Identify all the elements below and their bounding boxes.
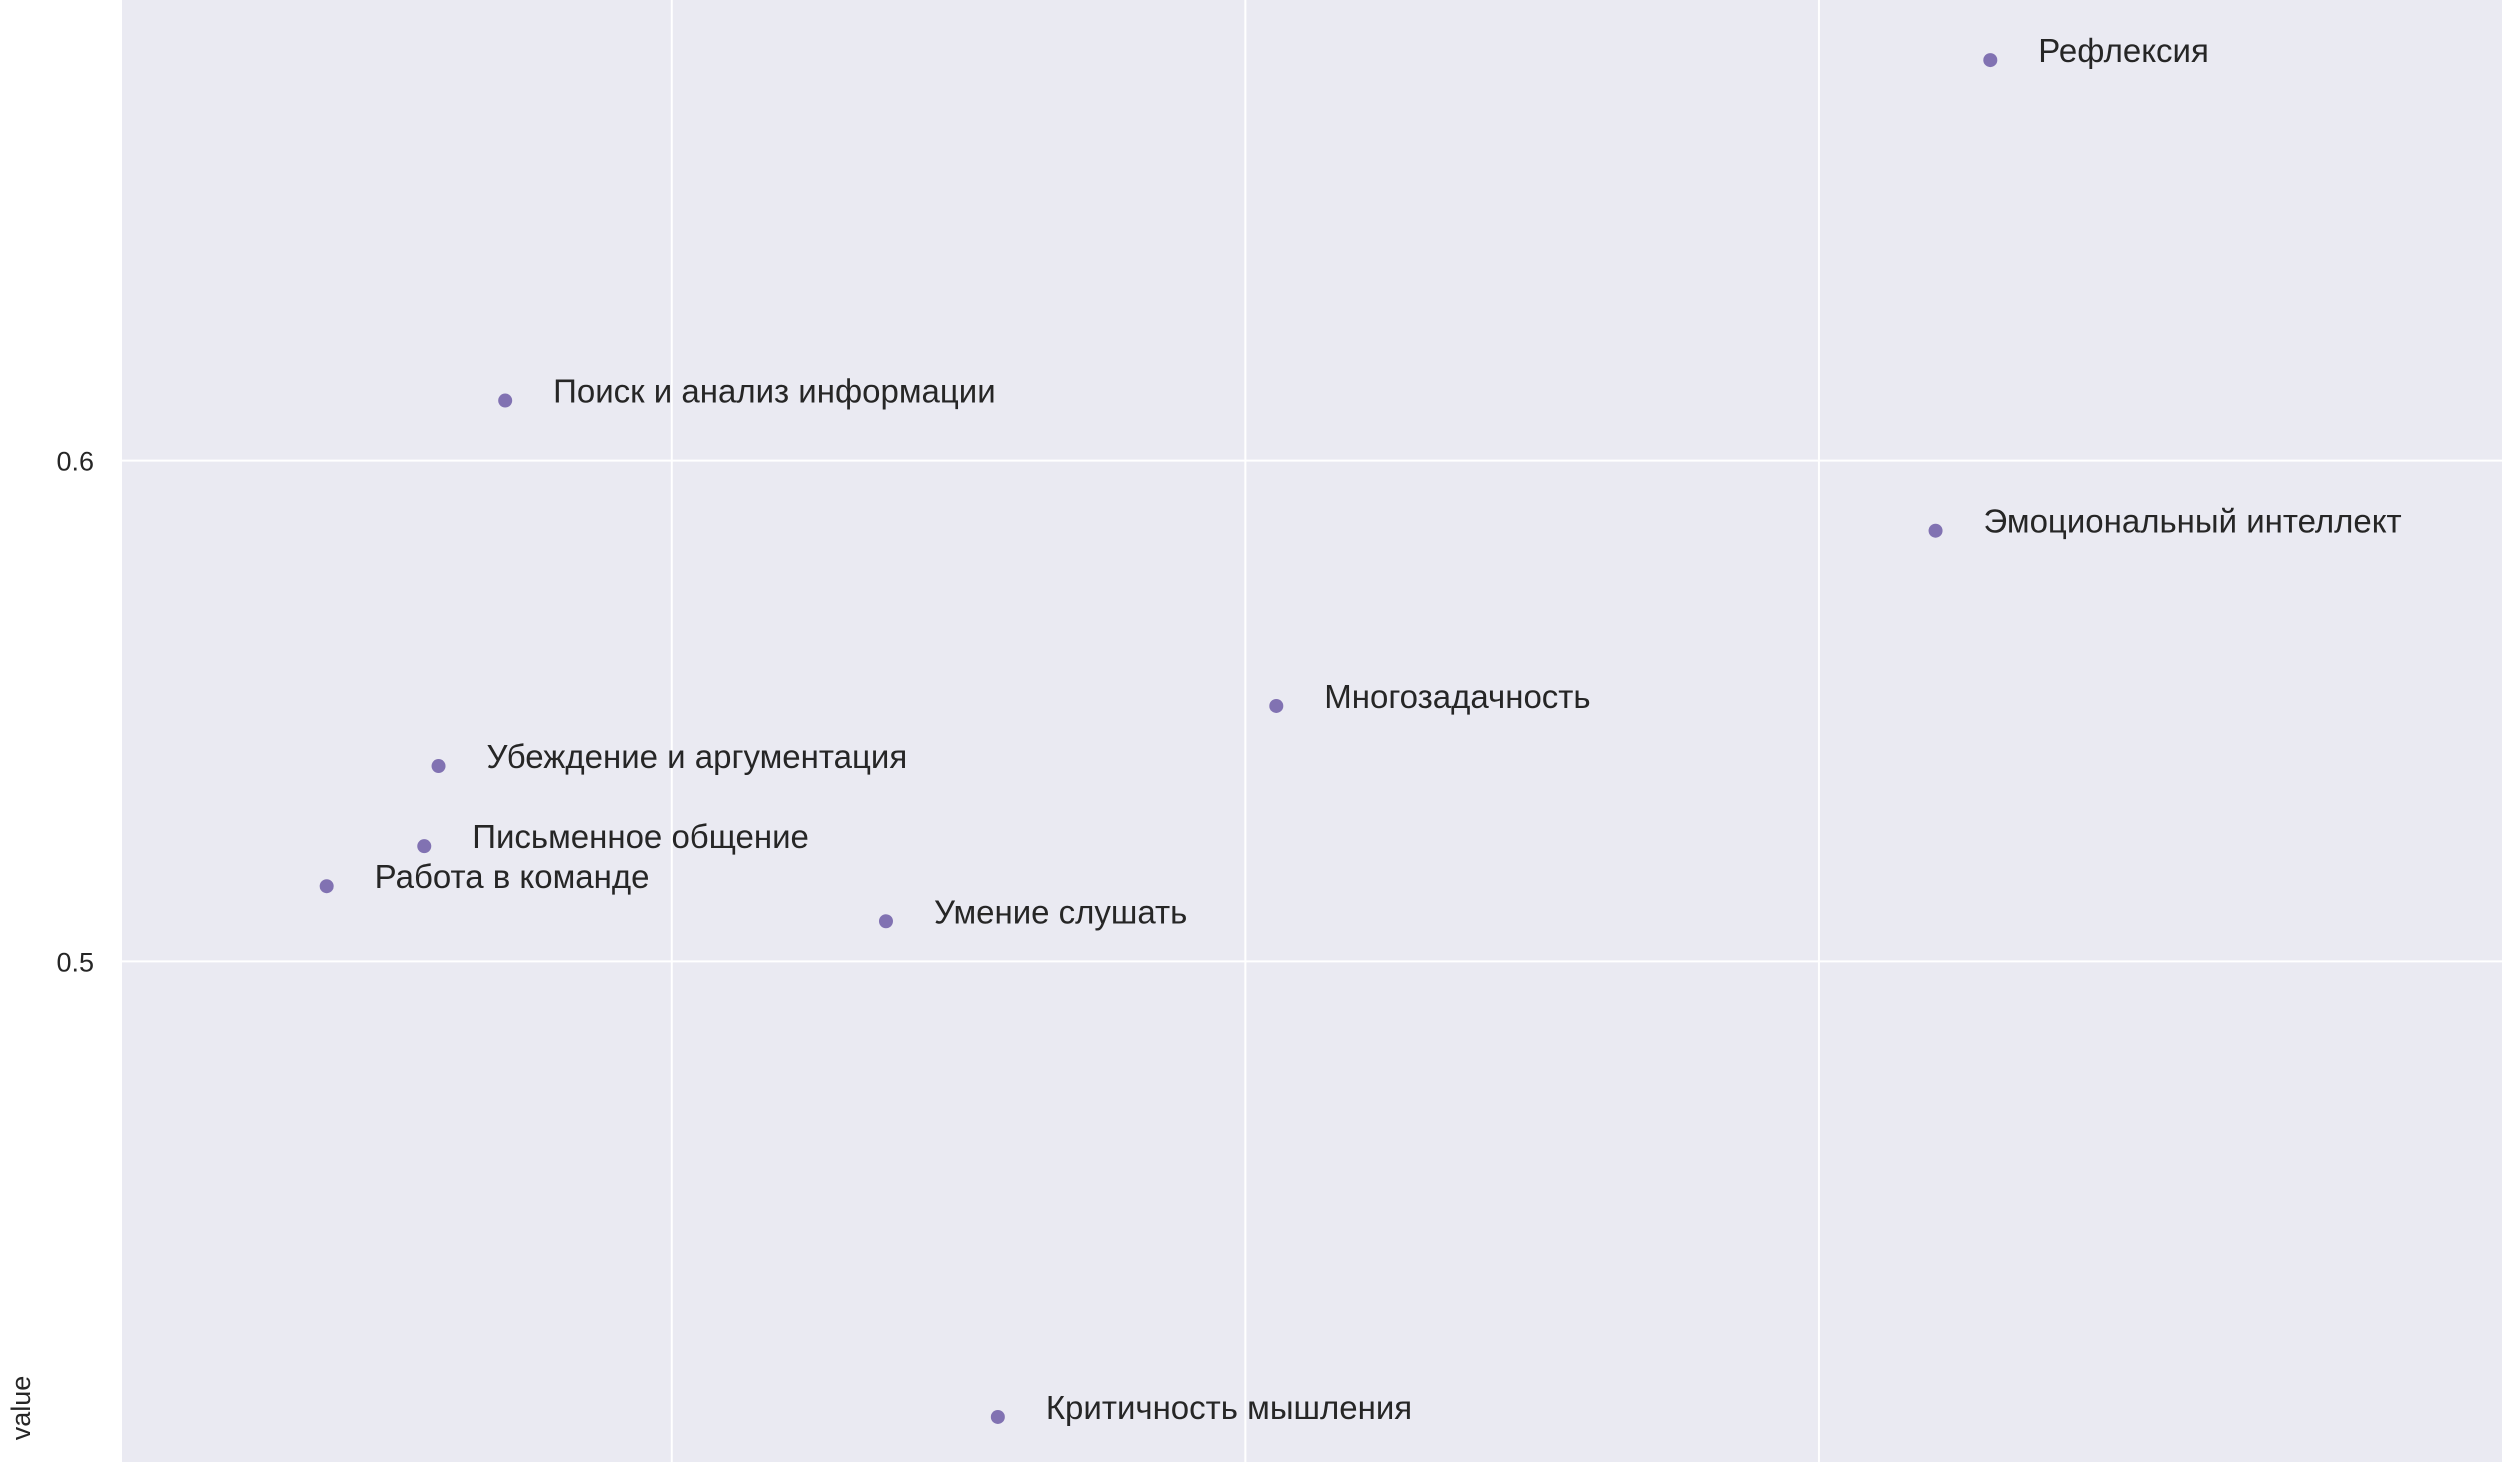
- y-tick-label: 0.6: [56, 447, 94, 477]
- point-label: Многозадачность: [1324, 678, 1590, 715]
- point-label: Умение слушать: [934, 893, 1187, 930]
- plot-background: [122, 0, 2502, 1462]
- point-label: Письменное общение: [472, 818, 809, 855]
- point-label: Работа в команде: [375, 858, 650, 895]
- point-label: Рефлексия: [2038, 32, 2209, 69]
- data-point: [1928, 523, 1943, 538]
- point-label: Поиск и анализ информации: [553, 373, 995, 410]
- y-axis-label: value: [6, 1376, 36, 1441]
- data-point: [990, 1409, 1005, 1424]
- data-point: [1983, 53, 1998, 68]
- data-point: [1269, 698, 1284, 713]
- x-gridlines: [670, 0, 1820, 1462]
- y-tick-label: 0.5: [56, 947, 94, 977]
- point-label: Убеждение и аргументация: [487, 738, 908, 775]
- y-tick-labels: 0.5 0.6: [56, 447, 94, 978]
- y-gridlines: [122, 459, 2502, 963]
- data-point: [878, 914, 893, 929]
- data-point: [319, 879, 334, 894]
- point-label: Критичность мышления: [1046, 1389, 1412, 1426]
- point-label: Эмоциональный интеллект: [1984, 503, 2402, 540]
- data-points: [319, 53, 1998, 1424]
- data-point: [498, 393, 513, 408]
- data-point: [431, 759, 446, 774]
- data-point: [417, 839, 432, 854]
